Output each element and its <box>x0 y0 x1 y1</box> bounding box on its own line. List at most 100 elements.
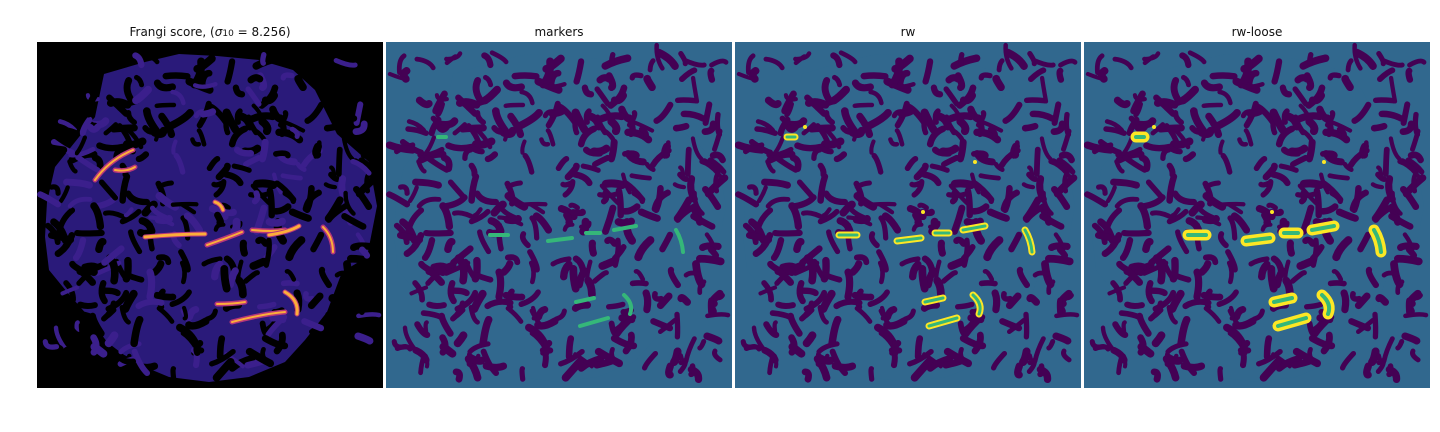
texture-blob <box>439 202 454 231</box>
texture-blob <box>1266 202 1278 211</box>
texture-blob <box>971 331 984 355</box>
texture-blob <box>784 101 794 118</box>
marker-segment <box>578 316 610 328</box>
texture-blob <box>793 237 805 254</box>
texture-blob <box>931 146 953 157</box>
texture-blob <box>828 315 842 348</box>
texture-blob <box>779 115 796 129</box>
texture-blob <box>1002 101 1023 124</box>
texture-blob <box>1172 272 1192 283</box>
texture-blob <box>1342 161 1354 172</box>
texture-blob <box>1134 123 1148 133</box>
texture-blob <box>712 348 723 363</box>
texture-blob <box>896 69 911 87</box>
texture-blob <box>1054 312 1080 319</box>
texture-blob <box>215 162 231 181</box>
texture-blob <box>550 256 572 267</box>
texture-blob <box>937 239 946 257</box>
texture-blob <box>880 305 886 321</box>
texture-blob <box>1397 242 1420 252</box>
texture-blob <box>391 339 409 350</box>
texture-blob <box>1048 242 1071 252</box>
texture-blob <box>820 256 830 283</box>
texture-blob <box>328 358 339 374</box>
rw-loose-image <box>1084 42 1430 388</box>
texture-blob <box>978 280 998 287</box>
texture-blob <box>77 301 98 310</box>
texture-blob <box>522 153 535 175</box>
texture-blob <box>1335 208 1359 222</box>
texture-blob <box>756 185 768 204</box>
texture-blob <box>775 301 796 310</box>
texture-blob <box>468 162 478 178</box>
texture-blob <box>894 128 905 147</box>
texture-blob <box>838 50 858 65</box>
texture-blob <box>233 146 255 157</box>
texture-blob <box>426 301 447 310</box>
texture-blob <box>1270 171 1291 187</box>
texture-blob <box>518 289 541 307</box>
texture-blob <box>910 358 933 382</box>
texture-blob <box>321 347 333 366</box>
texture-blob <box>582 146 604 157</box>
texture-blob <box>123 207 134 218</box>
texture-blob <box>1016 266 1030 289</box>
texture-blob <box>472 77 483 103</box>
texture-blob <box>1142 237 1154 254</box>
texture-blob <box>662 140 671 159</box>
texture-blob <box>1370 122 1388 132</box>
texture-blob <box>502 291 526 301</box>
texture-blob <box>860 72 889 80</box>
texture-blob <box>991 289 1001 314</box>
texture-blob <box>444 237 456 254</box>
texture-blob <box>888 137 900 147</box>
texture-blob <box>245 86 262 107</box>
texture-blob <box>572 171 593 187</box>
texture-blob <box>687 365 703 384</box>
texture-blob <box>341 136 355 161</box>
texture-blob <box>1121 320 1127 334</box>
ridge-core <box>143 232 207 239</box>
texture-blob <box>353 101 364 126</box>
texture-blob <box>1240 339 1251 356</box>
texture-blob <box>273 150 291 159</box>
texture-blob <box>634 236 655 262</box>
texture-blob <box>47 53 58 76</box>
texture-blob <box>569 265 580 293</box>
texture-blob <box>1320 331 1333 355</box>
texture-blob <box>848 124 858 142</box>
texture-blob <box>386 141 417 154</box>
texture-blob <box>1202 254 1219 266</box>
texture-blob <box>1005 292 1022 310</box>
texture-blob <box>255 236 269 247</box>
texture-blob <box>104 331 119 348</box>
texture-blob <box>135 298 165 310</box>
texture-blob <box>325 311 332 340</box>
segment-core <box>923 296 945 304</box>
texture-blob <box>673 196 693 223</box>
texture-blob <box>505 180 523 190</box>
ridge-core <box>213 200 225 212</box>
texture-blob <box>568 202 580 211</box>
texture-blob <box>868 201 897 207</box>
texture-blob <box>545 128 556 147</box>
panel-title-rw-loose: rw-loose <box>1231 25 1283 39</box>
texture-blob <box>1177 315 1191 348</box>
texture-blob <box>252 54 283 70</box>
texture-blob <box>1045 254 1074 266</box>
texture-blob <box>1205 112 1223 139</box>
texture-blob <box>81 115 98 129</box>
texture-blob <box>423 229 454 237</box>
texture-blob <box>854 306 873 324</box>
texture-blob <box>1290 270 1307 284</box>
texture-blob <box>1382 146 1390 177</box>
texture-blob <box>489 50 509 65</box>
texture-blob <box>1142 54 1156 66</box>
texture-blob <box>360 289 375 304</box>
texture-blob <box>682 58 707 68</box>
texture-blob <box>736 71 759 82</box>
texture-blob <box>1403 312 1429 319</box>
texture-blob <box>154 102 177 109</box>
texture-blob <box>596 74 613 84</box>
texture-blob <box>707 297 714 315</box>
